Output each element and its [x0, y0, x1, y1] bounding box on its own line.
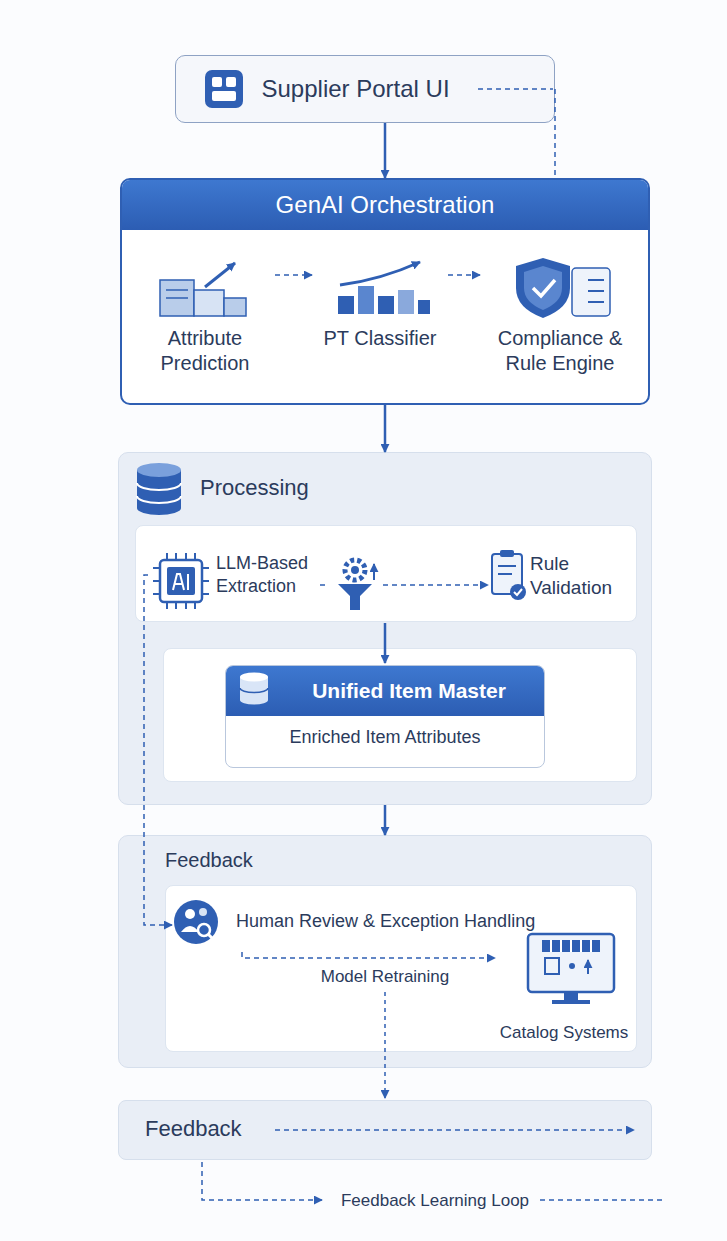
- database-icon: [137, 463, 181, 515]
- node-title: LLM-Based Extraction: [216, 552, 320, 599]
- review-item: Human Review & Exception Handling: [172, 898, 582, 952]
- node-title: Supplier Portal UI: [262, 74, 547, 104]
- feedback-bar: Feedback: [118, 1100, 652, 1160]
- classifier-icon: [338, 262, 430, 314]
- connector: [144, 575, 172, 925]
- node-title: Catalog Systems: [495, 1022, 633, 1043]
- node-title: Unified Item Master: [278, 666, 540, 716]
- step-item: LLM-Based Extraction: [148, 545, 320, 611]
- node-title: Compliance & Rule Engine: [480, 326, 640, 376]
- connector: [384, 805, 387, 835]
- stage-band: ProcessingLLM-Based Extraction Rule Valid…: [118, 452, 652, 805]
- node-title: Feedback: [165, 848, 315, 873]
- loop-label: Feedback Learning Loop: [330, 1190, 540, 1211]
- reviewer-icon: [174, 900, 218, 944]
- stage-band: FeedbackHuman Review & Exception Handlin…: [118, 835, 652, 1068]
- connector: [275, 274, 312, 276]
- node-title: Attribute Prediction: [135, 326, 275, 376]
- ai-chip-icon: [153, 553, 209, 609]
- gear-icon: [328, 558, 382, 612]
- connector: [320, 584, 488, 586]
- loop-line: [540, 1199, 662, 1201]
- attribute-icon: [160, 263, 246, 316]
- component-item: PT Classifier: [312, 250, 448, 365]
- database-icon: [240, 673, 268, 705]
- clipboard-icon: [492, 550, 526, 600]
- node-title: Feedback: [145, 1115, 270, 1143]
- data-store-box: Unified Item MasterEnriched Item Attribu…: [225, 665, 545, 768]
- node-title: Rule Validation: [530, 552, 626, 600]
- node-title: GenAI Orchestration: [122, 180, 648, 230]
- loop-line: [202, 1162, 322, 1200]
- portal-box: Supplier Portal UI: [175, 55, 555, 123]
- edge-label: Model Retraining: [310, 966, 460, 987]
- component-item: Compliance & Rule Engine: [480, 250, 640, 395]
- catalog-monitor-icon: [528, 934, 614, 1004]
- connector: [242, 952, 495, 958]
- compliance-icon: [516, 258, 610, 318]
- node-title: PT Classifier: [312, 326, 448, 351]
- node-subtitle: Enriched Item Attributes: [226, 726, 544, 749]
- node-title: Human Review & Exception Handling: [236, 910, 576, 933]
- step-item: Rule Validation: [488, 545, 628, 607]
- feedback-arrow: [275, 1129, 634, 1131]
- portal-dash: [478, 88, 553, 90]
- portal-icon: [205, 70, 243, 108]
- connector: [448, 274, 480, 276]
- flow-arrow: [384, 623, 387, 663]
- connector: [384, 405, 387, 452]
- node-title: Processing: [200, 474, 400, 502]
- connector: [384, 123, 387, 178]
- catalog-item: Catalog Systems: [495, 928, 633, 1046]
- connector: [554, 89, 556, 178]
- component-item: Attribute Prediction: [135, 250, 275, 395]
- orchestration-panel: GenAI OrchestrationAttribute Prediction P…: [120, 178, 650, 405]
- retraining-arrow: [384, 992, 386, 1098]
